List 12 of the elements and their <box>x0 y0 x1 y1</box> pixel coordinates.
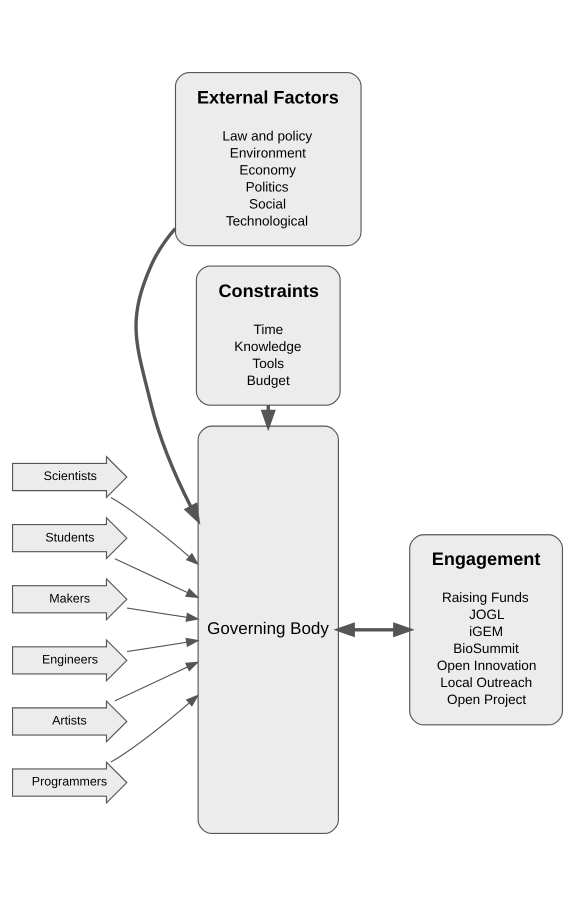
arrow <box>110 694 200 762</box>
node-box: External Factors Law and policy Environment Economy Politics Social Technological <box>174 71 362 246</box>
arrow <box>126 606 200 622</box>
arrow <box>110 496 200 565</box>
node-box: Constraints Time Knowledge Tools Budget <box>196 264 341 406</box>
arrow <box>126 637 200 652</box>
arrow <box>134 226 200 524</box>
arrow <box>114 558 200 598</box>
node-box: Engagement Raising Funds JOGL iGEM BioSummit Open Innovation Local Outreach Open Project <box>409 534 564 725</box>
node-box: Governing Body <box>198 425 339 834</box>
arrow <box>114 660 200 701</box>
arrow <box>333 622 415 637</box>
